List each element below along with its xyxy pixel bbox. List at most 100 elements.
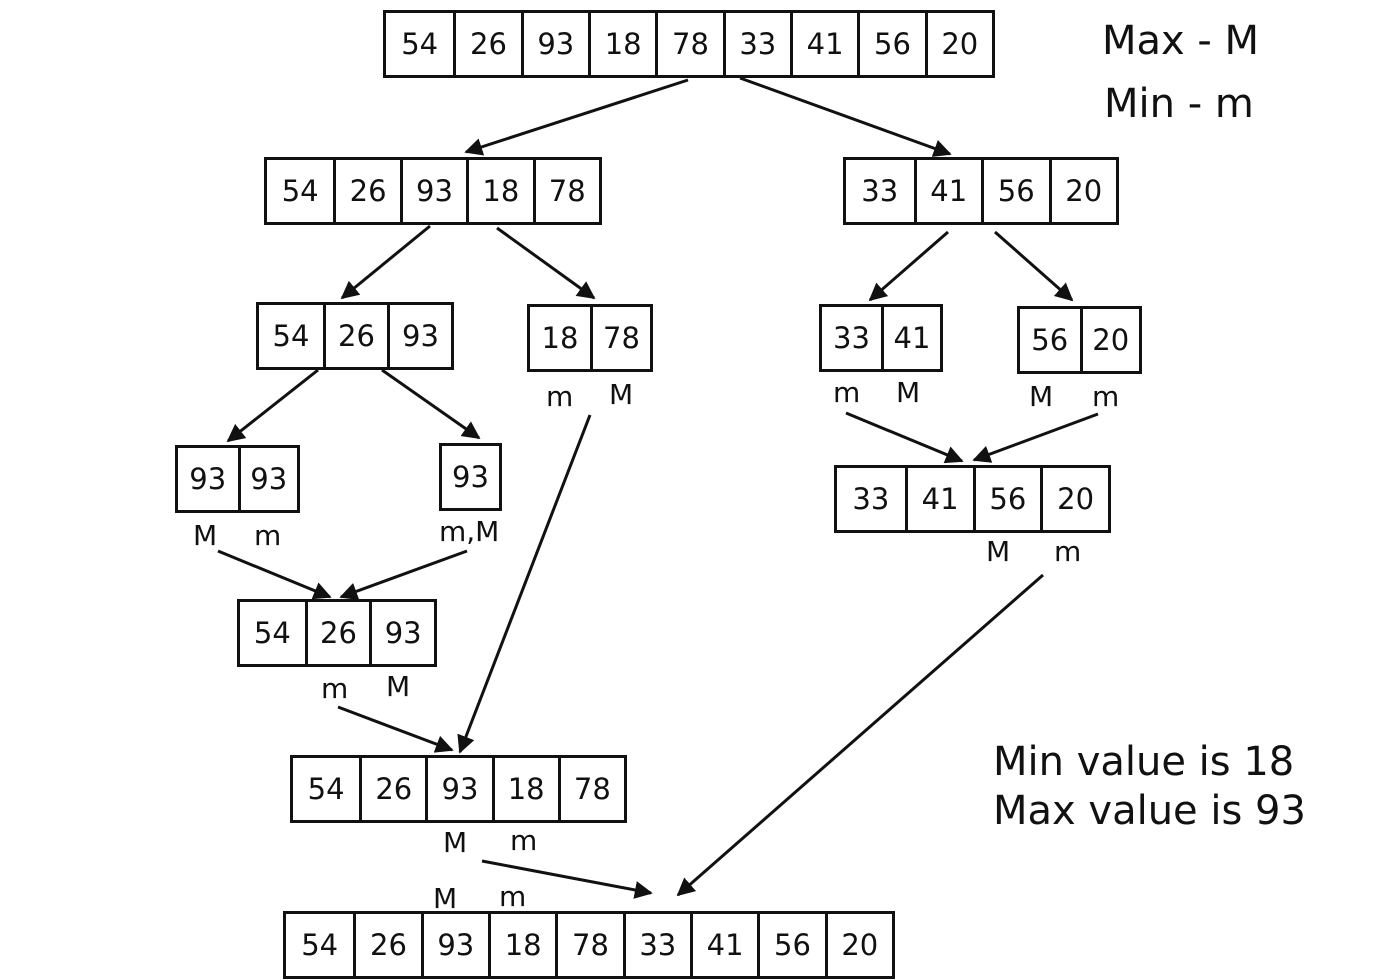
array-cell: 78: [590, 307, 650, 369]
merged-left-min-label: m: [510, 824, 538, 857]
array-cell: 41: [913, 160, 982, 222]
array-cell: 20: [824, 914, 892, 976]
array-cell: 41: [689, 914, 757, 976]
array-cell: 93: [189, 461, 227, 496]
array-cell: 93: [399, 160, 466, 222]
legend-min: Min - m: [1104, 81, 1254, 127]
array-cell: 33: [622, 914, 690, 976]
array-cell: 56: [757, 914, 824, 976]
array-cell: 33: [852, 481, 890, 516]
array-cell: 93: [237, 448, 298, 510]
leaf-pair-min-label: m: [254, 519, 282, 552]
array-cell: 56: [1031, 322, 1069, 357]
arrow-leaf-pair-to-merged-left-left: [217, 549, 332, 600]
left-right-max-label: M: [609, 378, 634, 411]
array-cell: 54: [301, 927, 339, 962]
array-cell: 54: [307, 771, 345, 806]
leaf-pair-array: 93 93: [175, 445, 300, 513]
array-cell: 56: [981, 160, 1049, 222]
leaf-single-array: 93: [439, 443, 502, 511]
right-right-array: 56 20: [1017, 306, 1142, 374]
array-cell: 33: [861, 173, 899, 208]
array-cell: 18: [541, 320, 579, 355]
merged-left-left-min-label: m: [321, 672, 349, 705]
right-left-array: 33 41: [819, 304, 943, 372]
merged-left-max-label: M: [443, 826, 468, 859]
merged-right-max-label: M: [986, 535, 1011, 568]
legend-max: Max - M: [1102, 18, 1260, 64]
right-left-max-label: M: [896, 376, 921, 409]
arrow-left-left-to-leaf-pair: [226, 368, 319, 443]
array-cell: 93: [425, 758, 491, 820]
array-cell: 93: [387, 305, 451, 367]
arrow-merged-right-to-final: [676, 573, 1044, 897]
array-cell: 33: [722, 13, 790, 75]
merged-right-min-label: m: [1054, 535, 1082, 568]
array-cell: 18: [587, 13, 655, 75]
array-cell: 18: [466, 160, 532, 222]
array-cell: 93: [420, 914, 488, 976]
array-cell: 20: [1048, 160, 1117, 222]
array-cell: 78: [532, 160, 599, 222]
arrow-left-half-to-left-left: [340, 224, 431, 300]
final-max-label: M: [433, 882, 458, 915]
arrow-root-to-right-half: [739, 76, 952, 157]
result-text: Min value is 18 Max value is 93: [993, 738, 1306, 836]
array-cell: 41: [904, 468, 973, 530]
array-cell: 26: [353, 914, 420, 976]
array-cell: 26: [304, 602, 370, 664]
left-right-min-label: m: [546, 380, 574, 413]
array-cell: 26: [323, 305, 387, 367]
array-cell: 78: [655, 13, 722, 75]
arrow-right-half-to-right-right: [994, 230, 1074, 302]
arrow-root-to-left-half: [464, 78, 689, 156]
arrow-left-half-to-left-right: [496, 226, 596, 300]
right-right-max-label: M: [1029, 380, 1054, 413]
arrow-left-left-to-leaf-single: [381, 368, 481, 440]
array-cell: 93: [452, 459, 489, 494]
merged-left-left-max-label: M: [386, 670, 411, 703]
array-cell: 41: [789, 13, 857, 75]
array-cell: 54: [253, 615, 291, 650]
array-cell: 33: [833, 320, 870, 355]
array-cell: 20: [1040, 468, 1108, 530]
right-right-min-label: m: [1092, 380, 1120, 413]
array-cell: 78: [557, 758, 624, 820]
arrow-right-right-to-merged-right: [972, 412, 1099, 463]
array-cell: 41: [881, 307, 940, 369]
array-cell: 26: [359, 758, 425, 820]
arrow-left-right-to-merged-left: [457, 414, 592, 754]
leaf-pair-max-label: M: [193, 519, 218, 552]
array-cell: 54: [281, 173, 319, 208]
result-max: Max value is 93: [993, 787, 1306, 834]
array-cell: 18: [491, 758, 558, 820]
arrow-merged-left-left-to-merged-left: [337, 705, 454, 753]
arrow-merged-left-to-final: [481, 859, 653, 899]
array-cell: 26: [333, 160, 399, 222]
arrow-right-half-to-right-left: [868, 230, 949, 302]
array-cell: 20: [1079, 309, 1140, 371]
arrow-leaf-single-to-merged-left-left: [339, 549, 468, 600]
arrow-right-left-to-merged-right: [845, 411, 964, 464]
array-cell: 56: [972, 468, 1041, 530]
array-cell: 56: [857, 13, 924, 75]
array-cell: 26: [453, 13, 520, 75]
right-left-min-label: m: [833, 376, 861, 409]
leaf-single-label: m,M: [439, 515, 500, 548]
array-cell: 54: [401, 26, 439, 61]
array-cell: 93: [369, 602, 434, 664]
final-min-label: m: [499, 880, 527, 913]
array-cell: 54: [272, 318, 310, 353]
array-cell: 20: [924, 13, 992, 75]
array-cell: 78: [555, 914, 622, 976]
array-cell: 18: [487, 914, 555, 976]
